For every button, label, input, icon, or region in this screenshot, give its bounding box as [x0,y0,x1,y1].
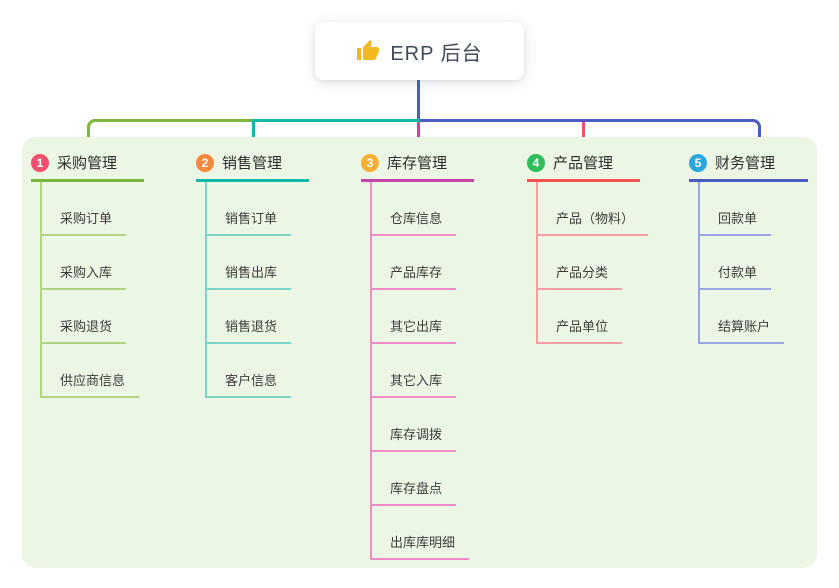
child-node-row: 供应商信息 [42,344,144,398]
branch-title: 采购管理 [57,155,118,172]
child-node-row: 其它入库 [372,344,474,398]
thumbs-up-path [357,40,380,60]
child-node-row: 采购订单 [42,182,144,236]
child-node-row: 产品库存 [372,236,474,290]
branch-4: 4 产品管理产品（物料） 产品分类产品单位 [527,150,649,344]
branch-header-5[interactable]: 5 财务管理 [689,150,808,182]
child-node[interactable]: 销售出库 [207,262,292,290]
branch-header-2[interactable]: 2 销售管理 [196,150,309,182]
child-node[interactable]: 采购入库 [42,262,127,290]
child-node[interactable]: 库存盘点 [372,478,457,506]
child-node-row: 付款单 [700,236,808,290]
branch-badge: 5 [689,153,707,172]
branch-header-1[interactable]: 1 采购管理 [31,150,144,182]
child-node[interactable]: 其它入库 [372,370,457,398]
branch-children: 仓库信息产品库存其它出库其它入库库存调拨库存盘点出库库明细 [370,182,474,560]
branch-badge: 1 [31,153,49,172]
branch-2: 2 销售管理销售订单销售出库销售退货客户信息 [196,150,309,398]
branch-children: 回款单付款单结算账户 [698,182,808,344]
branch-5: 5 财务管理回款单付款单结算账户 [689,150,808,344]
branch-title: 库存管理 [387,155,448,172]
child-node[interactable]: 供应商信息 [42,370,140,398]
branch-title: 财务管理 [715,155,776,172]
child-node[interactable]: 客户信息 [207,370,292,398]
child-node[interactable]: 产品库存 [372,262,457,290]
child-node-row: 产品分类 [538,236,648,290]
child-node[interactable]: 销售订单 [207,208,292,236]
connector-root-stem [417,80,420,120]
child-node-row: 客户信息 [207,344,309,398]
child-node-row: 回款单 [700,182,808,236]
child-node-row: 产品（物料） [538,182,649,236]
child-node-row: 库存调拨 [372,398,474,452]
branch-header-4[interactable]: 4 产品管理 [527,150,640,182]
child-node-row: 出库库明细 [372,506,474,560]
branch-badge: 2 [196,153,214,172]
branch-badge: 4 [527,153,545,172]
child-node-row: 销售出库 [207,236,309,290]
branch-children: 采购订单采购入库采购退货供应商信息 [40,182,144,398]
child-node-row: 采购退货 [42,290,144,344]
child-node-row: 仓库信息 [372,182,474,236]
branch-1: 1 采购管理采购订单采购入库采购退货供应商信息 [31,150,144,398]
child-node-row: 其它出库 [372,290,474,344]
child-node[interactable]: 其它出库 [372,316,457,344]
branch-3: 3 库存管理仓库信息产品库存其它出库其它入库库存调拨库存盘点出库库明细 [361,150,474,560]
thumbs-up-icon [357,40,380,60]
branch-title: 销售管理 [222,155,283,172]
child-node[interactable]: 库存调拨 [372,424,457,452]
root-node[interactable]: ERP 后台 [315,22,524,80]
mindmap-panel: 1 采购管理采购订单采购入库采购退货供应商信息 2 销售管理销售订单销售出库销售退货客… [22,137,817,568]
branch-children: 产品（物料） 产品分类产品单位 [536,182,649,344]
branch-children: 销售订单销售出库销售退货客户信息 [205,182,309,398]
child-node[interactable]: 产品分类 [538,262,623,290]
child-node[interactable]: 产品（物料） [538,208,649,236]
child-node-row: 产品单位 [538,290,648,344]
child-node[interactable]: 出库库明细 [372,532,470,560]
child-node-row: 销售退货 [207,290,309,344]
child-node-row: 结算账户 [700,290,808,344]
branch-badge: 3 [361,153,379,172]
child-node[interactable]: 回款单 [700,208,772,236]
child-node[interactable]: 采购退货 [42,316,127,344]
child-node[interactable]: 仓库信息 [372,208,457,236]
child-node-row: 库存盘点 [372,452,474,506]
child-node[interactable]: 结算账户 [700,316,785,344]
child-node-row: 采购入库 [42,236,144,290]
child-node-row: 销售订单 [207,182,309,236]
branch-header-3[interactable]: 3 库存管理 [361,150,474,182]
child-node[interactable]: 产品单位 [538,316,623,344]
child-node[interactable]: 采购订单 [42,208,127,236]
child-node[interactable]: 付款单 [700,262,772,290]
child-node[interactable]: 销售退货 [207,316,292,344]
branch-title: 产品管理 [553,155,614,172]
root-node-label: ERP 后台 [390,42,483,65]
